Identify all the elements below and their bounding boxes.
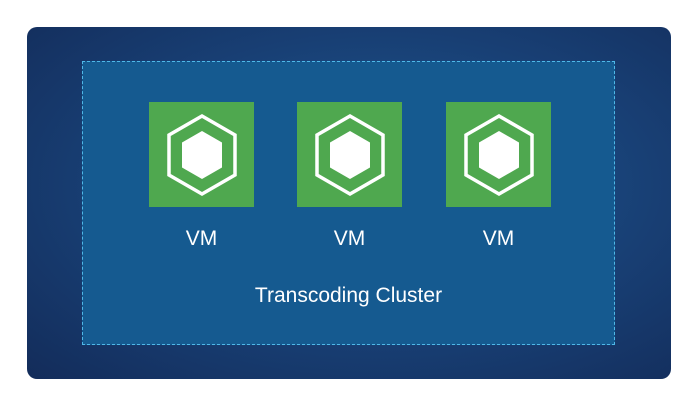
hexagon-node-icon [463,113,534,196]
cluster-label: Transcoding Cluster [254,284,443,307]
hexagon-node-icon [166,113,237,196]
vm-box [149,102,254,207]
vm-node-2: VM [297,102,402,252]
hexagon-node-icon [314,113,385,196]
vm-box [297,102,402,207]
vm-node-3: VM [446,102,551,252]
vm-node-1: VM [149,102,254,252]
transcoding-cluster: VM VM VM [82,61,615,345]
vm-label: VM [185,227,218,250]
vm-box [446,102,551,207]
vm-label: VM [482,227,515,250]
diagram-panel: VM VM VM [27,27,671,379]
vm-label: VM [333,227,366,250]
